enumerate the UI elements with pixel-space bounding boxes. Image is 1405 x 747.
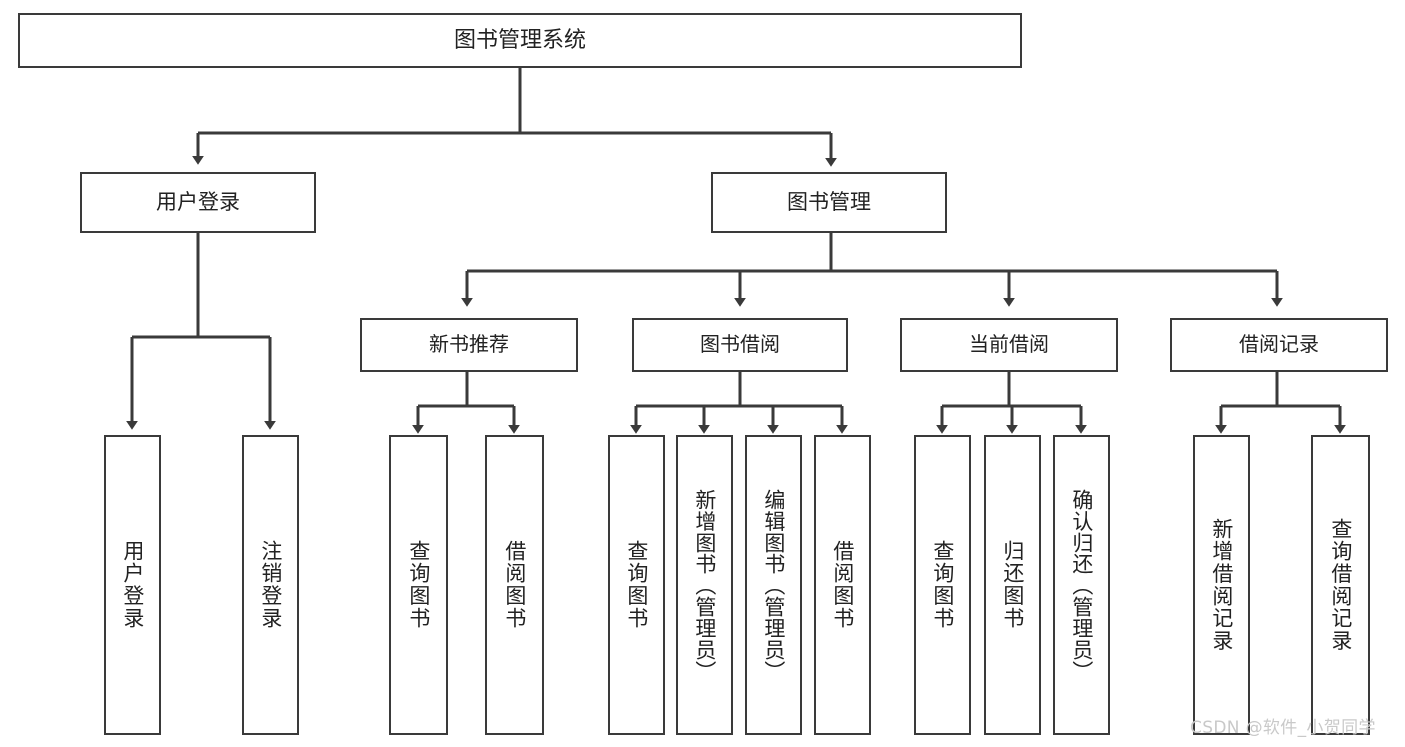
leaf-query-book-current[interactable]: 查询图书 — [914, 435, 971, 735]
node-label: 确认归还（管理员） — [1069, 488, 1094, 682]
leaf-borrow-book[interactable]: 借阅图书 — [814, 435, 871, 735]
node-label: 查询图书 — [624, 540, 649, 630]
leaf-confirm-return-admin[interactable]: 确认归还（管理员） — [1053, 435, 1110, 735]
node-new-book-recommend[interactable]: 新书推荐 — [360, 318, 578, 372]
node-label: 查询图书 — [406, 540, 431, 630]
leaf-return-book[interactable]: 归还图书 — [984, 435, 1041, 735]
node-label: 用户登录 — [120, 540, 145, 630]
node-label: 编辑图书（管理员） — [761, 488, 786, 682]
node-label: 图书管理系统 — [453, 27, 586, 53]
node-label: 查询借阅记录 — [1328, 518, 1353, 652]
node-label: 新书推荐 — [429, 332, 509, 357]
leaf-query-book-borrow[interactable]: 查询图书 — [608, 435, 665, 735]
node-root-system[interactable]: 图书管理系统 — [18, 13, 1022, 68]
node-label: 当前借阅 — [969, 332, 1049, 357]
node-book-borrow[interactable]: 图书借阅 — [632, 318, 848, 372]
node-label: 借阅记录 — [1239, 332, 1319, 357]
node-label: 新增借阅记录 — [1209, 518, 1234, 652]
node-label: 归还图书 — [1000, 540, 1025, 630]
node-label: 借阅图书 — [830, 540, 855, 630]
leaf-query-borrow-record[interactable]: 查询借阅记录 — [1311, 435, 1370, 735]
node-label: 查询图书 — [930, 540, 955, 630]
node-label: 图书管理 — [787, 190, 871, 215]
node-user-login[interactable]: 用户登录 — [80, 172, 316, 233]
node-borrow-record[interactable]: 借阅记录 — [1170, 318, 1388, 372]
leaf-user-login[interactable]: 用户登录 — [104, 435, 161, 735]
node-book-management[interactable]: 图书管理 — [711, 172, 947, 233]
node-label: 注销登录 — [258, 540, 283, 630]
node-current-borrow[interactable]: 当前借阅 — [900, 318, 1118, 372]
watermark-text: CSDN @软件_小贺同学 — [1190, 718, 1376, 738]
node-label: 借阅图书 — [502, 540, 527, 630]
node-label: 用户登录 — [156, 190, 240, 215]
leaf-borrow-book-newbook[interactable]: 借阅图书 — [485, 435, 544, 735]
leaf-logout[interactable]: 注销登录 — [242, 435, 299, 735]
leaf-query-book-newbook[interactable]: 查询图书 — [389, 435, 448, 735]
node-label: 新增图书（管理员） — [692, 488, 717, 682]
leaf-add-borrow-record[interactable]: 新增借阅记录 — [1193, 435, 1250, 735]
node-label: 图书借阅 — [700, 332, 780, 357]
leaf-add-book-admin[interactable]: 新增图书（管理员） — [676, 435, 733, 735]
leaf-edit-book-admin[interactable]: 编辑图书（管理员） — [745, 435, 802, 735]
